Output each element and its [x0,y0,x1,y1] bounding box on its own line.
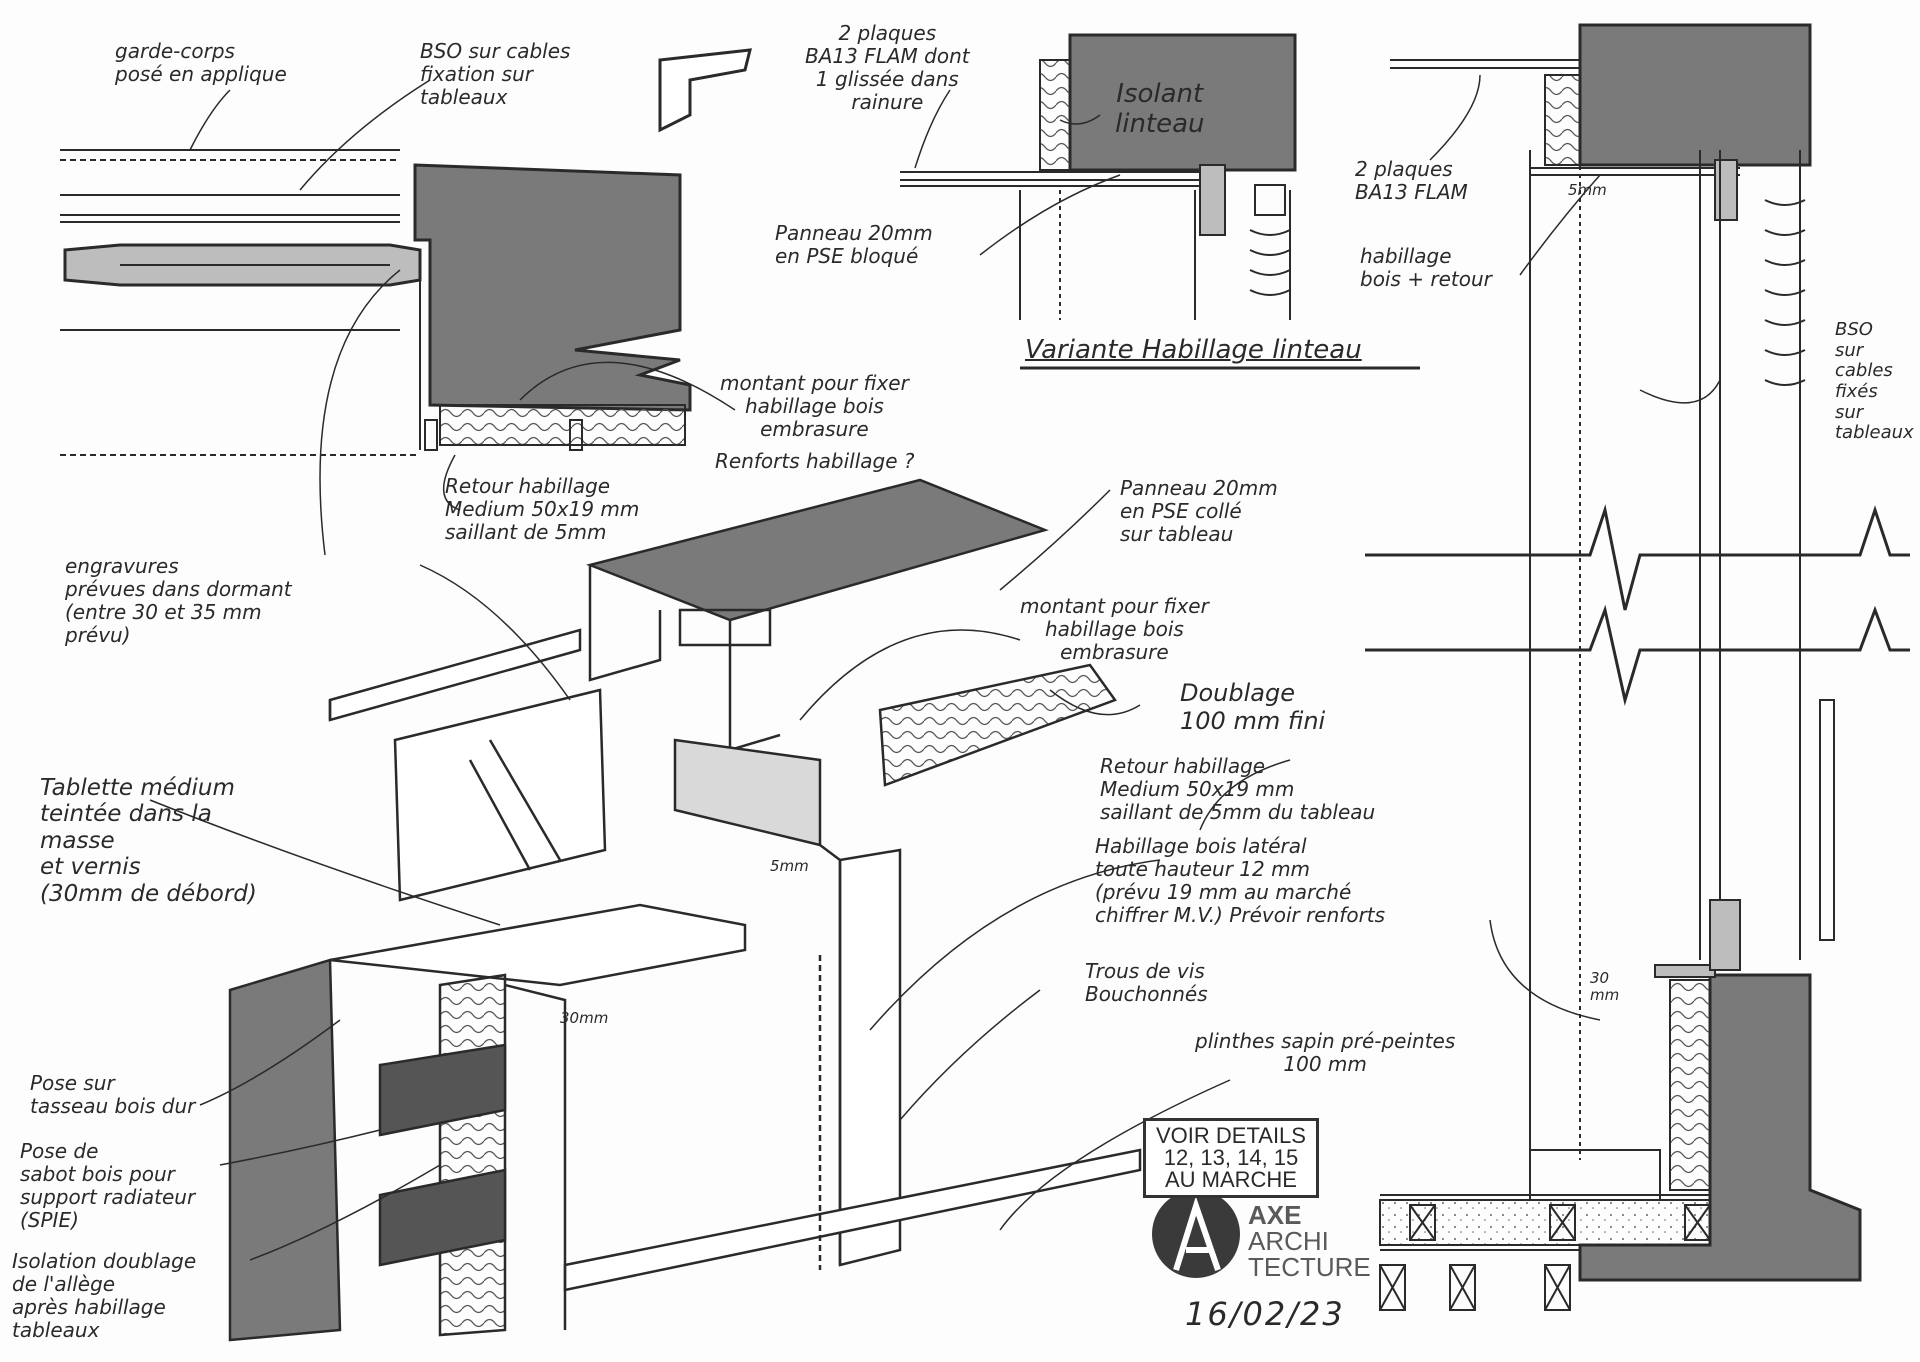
right-lintel [1578,23,1812,167]
break-line-bottom [1365,604,1910,706]
label-deux-plaques-top: 2 plaques BA13 FLAM dont 1 glissée dans … [805,21,970,114]
axe-logo-mark [1152,1190,1240,1278]
label-retour-top: Retour habillage Medium 50x19 mm saillan… [445,474,640,544]
label-variante: Variante Habillage linteau [1025,335,1362,365]
label-panneau-pse-bloque: Panneau 20mm en PSE bloqué [775,221,933,268]
break-line-top [1365,504,1910,611]
label-montant-top: montant pour fixer habillage bois embras… [720,371,909,441]
leader-lines [149,74,1721,1261]
right-vertical-section [1365,23,1910,1311]
lintel-wall [413,163,692,412]
isometric-view [228,478,1142,1342]
label-engravures: engravures prévues dans dormant (entre 3… [65,554,292,647]
iso-lintel-top [585,478,1049,622]
label-five-mm-mid: 5mm [770,857,809,875]
voir-details-box: VOIR DETAILS 12, 13, 14, 15 AU MARCHE [1143,1118,1319,1198]
label-tablette: Tablette médium teintée dans la masse et… [40,775,257,907]
label-pose-tasseau: Pose sur tasseau bois dur [30,1071,196,1118]
label-isolant-linteau: Isolant linteau [1115,79,1205,139]
lintel-insulation [439,404,686,446]
iso-insulation [878,663,1117,787]
label-trente-mm-iso: 30mm [560,1009,609,1027]
top-left-section [60,48,752,456]
top-mid-variant [900,33,1420,370]
label-habillage-lateral: Habillage bois latéral toute hauteur 12 … [1095,834,1386,927]
logo-sub2: TECTURE [1248,1252,1371,1282]
voir-details-line3: AU MARCHE [1164,1167,1297,1192]
logo-name: AXE [1248,1200,1302,1230]
label-deux-plaques-right: 2 plaques BA13 FLAM [1355,157,1468,204]
label-retour-mid: Retour habillage Medium 50x19 mm saillan… [1100,754,1376,824]
label-five-mm-right: 5mm [1568,181,1607,199]
label-montant-mid: montant pour fixer habillage bois embras… [1020,594,1209,664]
label-plinthes: plinthes sapin pré-peintes 100 mm [1195,1029,1456,1076]
label-isolation-allege: Isolation doublage de l'allège après hab… [12,1249,197,1342]
label-bso-right: BSO sur cables fixés sur tableaux [1835,319,1914,444]
label-pose-sabot: Pose de sabot bois pour support radiateu… [20,1139,196,1232]
variant-lintel [1068,33,1297,172]
drawing-date: 16/02/23 [1185,1295,1345,1333]
voir-details-line2: 12, 13, 14, 15 [1163,1145,1299,1170]
label-bso-cables: BSO sur cables fixation sur tableaux [420,39,571,109]
floor-slab [1379,1199,1711,1246]
iso-glass-pane [393,688,607,902]
label-panneau-pse-colle: Panneau 20mm en PSE collé sur tableau [1120,476,1278,546]
logo-sub1: ARCHI [1248,1226,1329,1256]
logo-circle [1152,1190,1240,1278]
label-trente-mm-right: 30 mm [1590,969,1620,1005]
label-garde-corps: garde-corps posé en applique [115,39,287,86]
iso-tablette [329,903,747,987]
label-habillage-bois-retour: habillage bois + retour [1360,244,1492,291]
label-renforts: Renforts habillage ? [715,449,915,473]
iso-allege-wall [228,958,342,1342]
label-doublage: Doublage 100 mm fini [1180,679,1326,735]
label-trous-vis: Trous de vis Bouchonnés [1085,959,1208,1006]
voir-details-line1: VOIR DETAILS [1156,1123,1306,1148]
